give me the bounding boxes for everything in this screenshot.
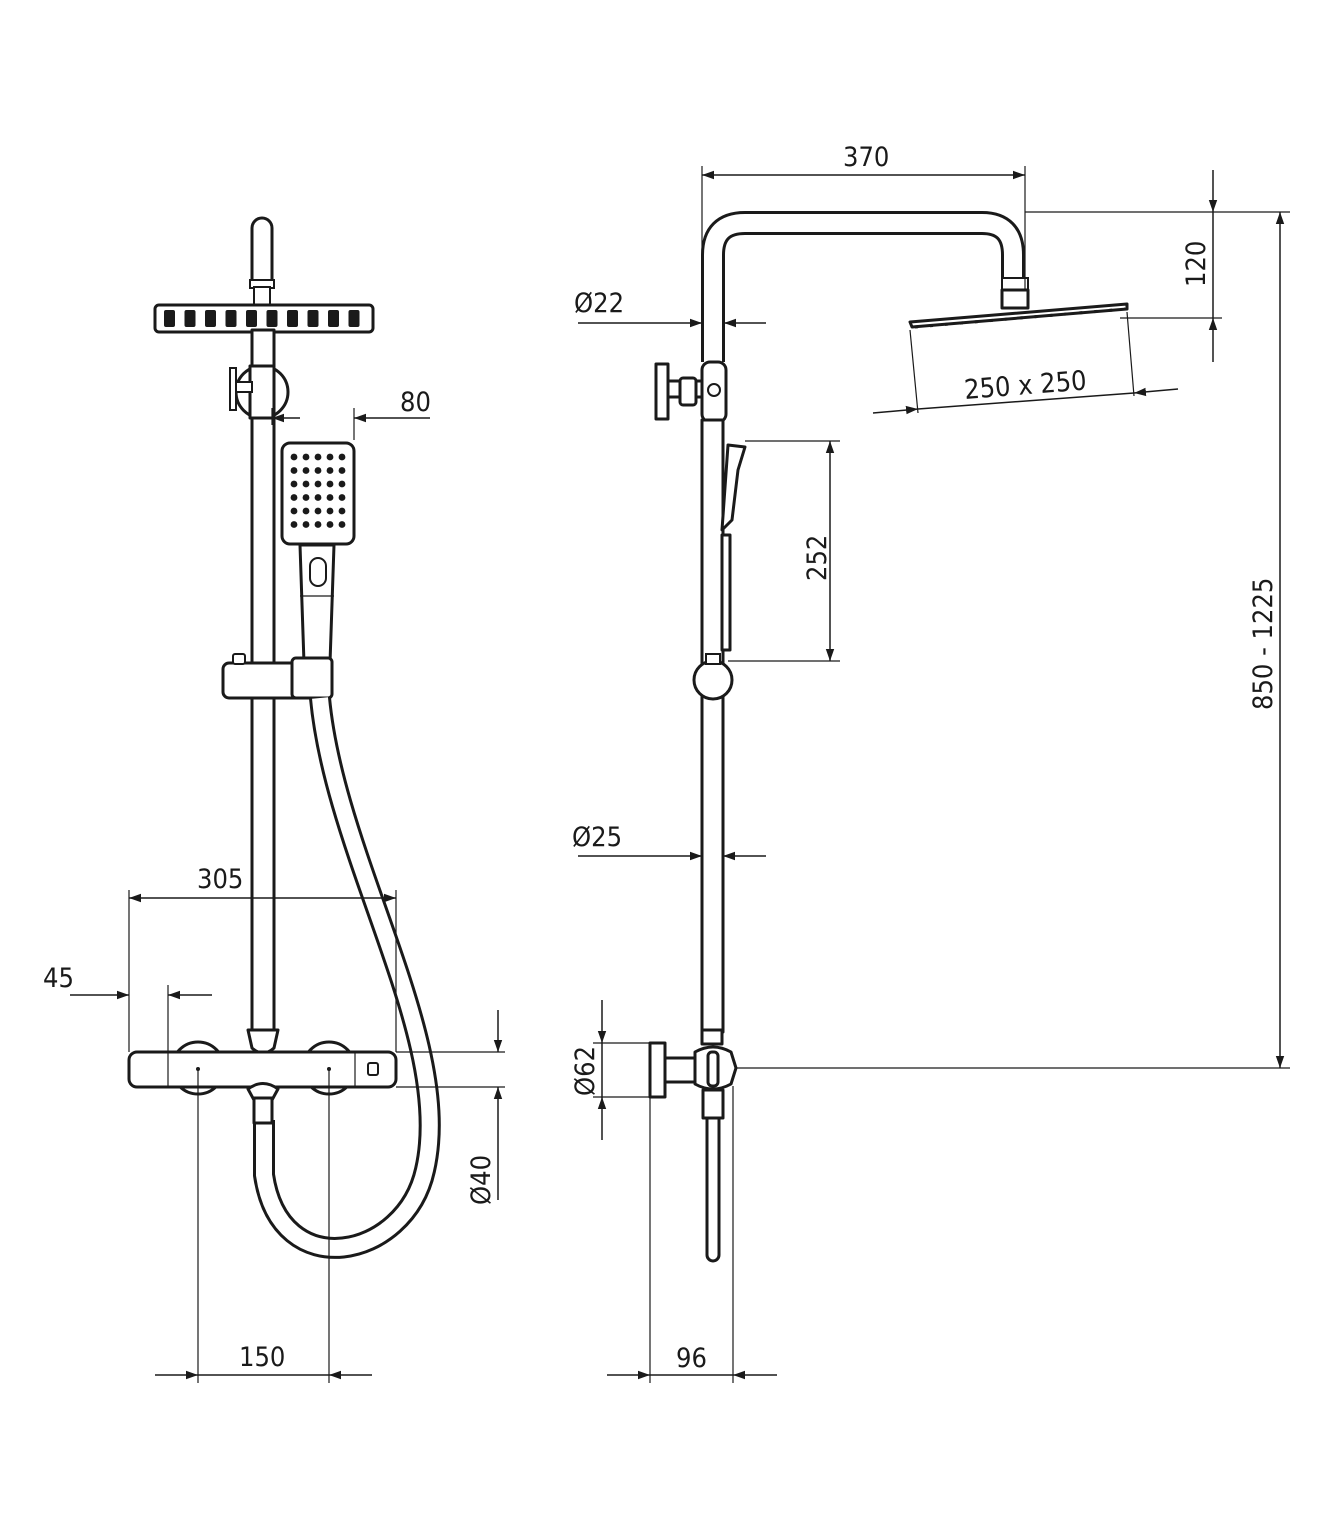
hand-nozzle: [290, 480, 298, 488]
side-view: 370 120 Ø22 250 x 250 252 Ø25 850 - 1225…: [570, 142, 1290, 1383]
dim-connector-spacing: 150: [239, 1342, 285, 1373]
front-view-dimensions: [70, 408, 505, 1383]
hand-nozzle: [314, 494, 322, 501]
head-nozzle-slot: [164, 310, 175, 327]
dim-arm-diameter: Ø22: [574, 288, 624, 319]
hand-nozzle: [338, 467, 346, 474]
head-ball-joint: [1000, 288, 1030, 310]
slider-holder-side: [692, 659, 734, 701]
dim-handshower-length: 252: [802, 535, 833, 581]
dim-arm-drop: 120: [1181, 241, 1212, 287]
hand-shower: [280, 441, 356, 665]
head-nozzle-slot: [184, 310, 196, 327]
mixer-side: [648, 1028, 738, 1263]
dim-wall-projection: 96: [676, 1343, 707, 1374]
thermostatic-mixer: [127, 1040, 398, 1125]
overhead-arm: [701, 211, 1025, 362]
hand-nozzle: [314, 507, 322, 515]
slide-rail: [250, 416, 276, 1040]
dim-total-height: 850 - 1225: [1248, 578, 1279, 710]
hand-nozzle: [326, 507, 334, 515]
wall-bracket: [229, 364, 290, 420]
head-nozzle-slot: [328, 310, 339, 327]
hand-nozzle: [302, 467, 310, 474]
rail-bottom-socket: [246, 1028, 280, 1055]
dim-rail-diameter: Ø25: [572, 822, 622, 853]
head-nozzle-slot: [266, 310, 278, 327]
front-view: 80 305 45 150 Ø40: [43, 216, 505, 1383]
hand-nozzle: [290, 467, 298, 474]
hand-nozzle: [338, 480, 346, 488]
hand-nozzle: [326, 467, 334, 474]
hand-nozzle: [290, 494, 298, 501]
hand-nozzle: [326, 453, 334, 461]
dim-arm-reach: 370: [843, 142, 889, 173]
overhead-shower-head: [153, 303, 375, 334]
slider-holder: [221, 653, 334, 700]
hand-nozzle: [290, 453, 298, 461]
head-nozzle-slot: [307, 310, 319, 327]
side-view-dimensions: [578, 166, 1290, 1383]
dim-mixer-width: 305: [197, 864, 243, 895]
head-nozzle-slot: [287, 310, 298, 327]
hand-nozzle: [338, 453, 346, 461]
hand-nozzle: [314, 453, 322, 461]
hand-nozzle: [326, 521, 334, 528]
dim-flange-diameter: Ø62: [570, 1046, 601, 1096]
hand-nozzle: [314, 521, 322, 528]
hand-nozzle: [302, 480, 310, 488]
hand-nozzle: [338, 494, 346, 501]
hand-shower-side: [720, 443, 747, 652]
hand-nozzle: [338, 507, 346, 515]
head-nozzle-slot: [205, 310, 216, 327]
hand-nozzle: [302, 521, 310, 528]
dim-mixer-diameter: Ø40: [466, 1155, 497, 1205]
slide-rail-side: [700, 418, 725, 1034]
head-nozzle-slot: [225, 310, 237, 327]
overhead-head-side: [908, 302, 1129, 329]
riser-top: [250, 216, 274, 287]
head-nozzle-slot: [246, 310, 257, 327]
hand-nozzle: [290, 521, 298, 528]
head-nozzle-slot: [348, 310, 360, 327]
hand-nozzle: [314, 480, 322, 488]
hand-nozzle: [302, 494, 310, 501]
hand-nozzle: [290, 507, 298, 515]
dim-handshower-offset: 80: [400, 387, 431, 418]
hand-nozzle: [302, 453, 310, 461]
wall-bracket-side: [654, 360, 728, 424]
hand-nozzle: [314, 467, 322, 474]
dim-mixer-end: 45: [43, 963, 74, 994]
hand-nozzle: [338, 521, 346, 528]
hand-nozzle: [326, 480, 334, 488]
hand-nozzle: [302, 507, 310, 515]
arm-head-connector: [1001, 277, 1029, 291]
dim-head-size: 250 x 250: [963, 365, 1088, 406]
slider-clip-side: [705, 653, 721, 665]
shower-hose: [253, 696, 441, 1259]
hand-nozzle: [326, 494, 334, 501]
